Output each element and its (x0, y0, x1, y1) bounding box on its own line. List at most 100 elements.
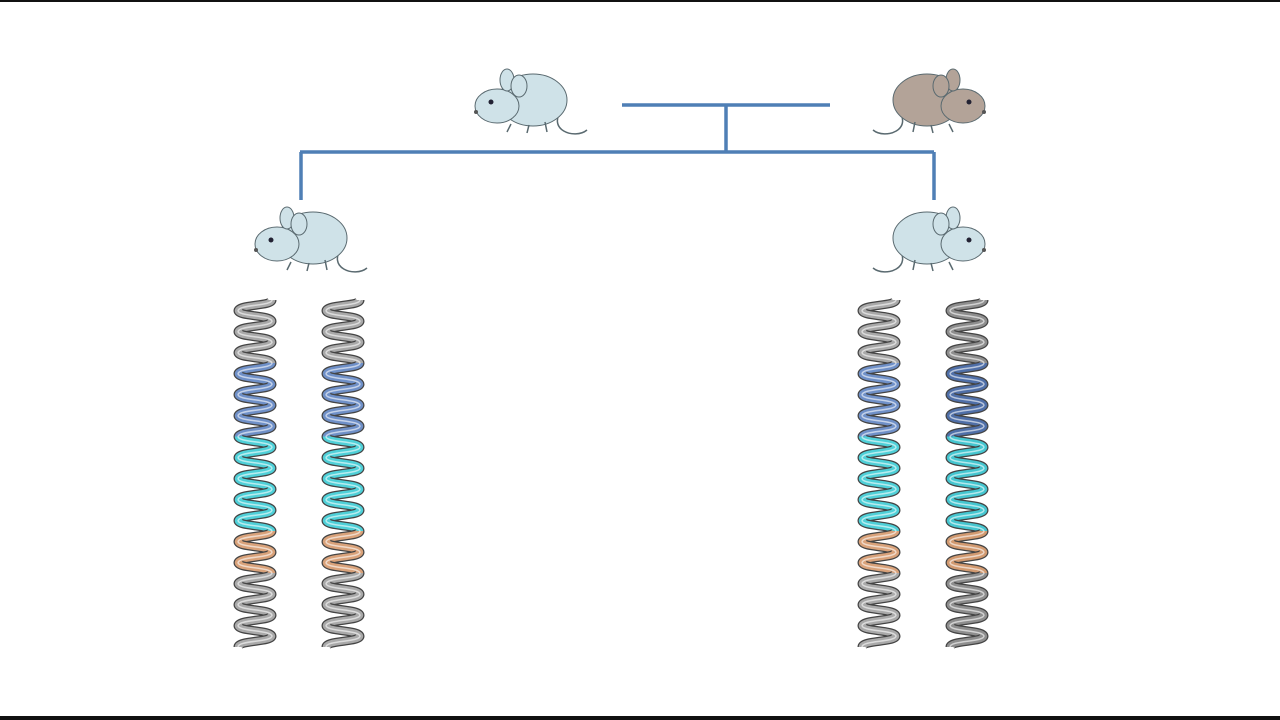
dna-highlight (949, 530, 985, 543)
dna-highlight (237, 394, 273, 406)
mouse-nose (982, 248, 986, 252)
mouse-feet (506, 121, 548, 134)
dna-highlight (861, 509, 897, 522)
mouse-offspring-left (254, 206, 368, 273)
dna-highlight (325, 341, 361, 354)
dna-highlight (861, 467, 897, 480)
mouse-feet (912, 259, 954, 272)
dna-highlight (325, 478, 361, 490)
dna-highlight (949, 520, 985, 532)
dna-highlight (861, 541, 897, 553)
dna-highlight (237, 478, 273, 490)
dna-highlight (861, 425, 897, 438)
dna-strand (857, 297, 901, 650)
dna-segment (321, 433, 365, 535)
dna-highlight (237, 457, 273, 469)
dna-highlight (237, 436, 273, 448)
dna-segment (945, 433, 989, 535)
dna-highlight (325, 436, 361, 448)
dna-highlight (325, 551, 361, 564)
dna-highlight (861, 404, 897, 417)
dna-highlight (237, 520, 273, 532)
dna-highlight (237, 625, 273, 637)
mouse-nose (474, 110, 478, 114)
dna-highlight (325, 373, 361, 385)
dna-segment (945, 297, 989, 367)
dna-highlight (949, 562, 985, 574)
mouse-eye (966, 99, 972, 105)
dna-highlight (949, 467, 985, 480)
dna-highlight (861, 614, 897, 627)
dna-highlight (949, 320, 985, 333)
dna-highlight (949, 583, 985, 595)
mouse-ear (510, 74, 528, 98)
dna-highlight (949, 499, 985, 511)
dna-highlight (325, 583, 361, 595)
dna-highlight (325, 362, 361, 375)
dna-segment (233, 570, 277, 650)
mouse-eye (966, 237, 972, 243)
mouse-eye (488, 99, 494, 105)
dna-highlight (861, 394, 897, 406)
dna-highlight (861, 604, 897, 616)
dna-highlight (325, 320, 361, 333)
dna-highlight (237, 551, 273, 564)
dna-highlight (949, 446, 985, 459)
dna-segment (321, 360, 365, 440)
dna-highlight (325, 425, 361, 438)
dna-segment (857, 528, 901, 577)
dna-highlight (861, 446, 897, 459)
dna-highlight (237, 572, 273, 585)
dna-highlight (237, 509, 273, 522)
dna-segment (945, 360, 989, 440)
dna-strands (233, 297, 989, 650)
mouse-head (254, 226, 300, 262)
dna-highlight (237, 583, 273, 595)
dna-highlight (325, 446, 361, 459)
dna-highlight (949, 572, 985, 585)
dna-highlight (949, 394, 985, 406)
mouse-offspring-right (872, 206, 986, 273)
dna-segment (233, 360, 277, 440)
dna-highlight (861, 415, 897, 427)
dna-strand (233, 297, 277, 650)
dna-highlight (325, 352, 361, 364)
dna-highlight (237, 446, 273, 459)
mouse-nose (982, 110, 986, 114)
dna-strand (321, 297, 365, 650)
dna-strand (945, 297, 989, 650)
dna-segment (321, 297, 365, 367)
dna-highlight (325, 394, 361, 406)
dna-highlight (861, 299, 897, 312)
mouse-feet (912, 121, 954, 134)
dna-highlight (949, 551, 985, 564)
mouse-feet (286, 259, 328, 272)
dna-highlight (237, 593, 273, 606)
dna-segment (857, 297, 901, 367)
dna-highlight (325, 635, 361, 648)
dna-highlight (325, 415, 361, 427)
dna-highlight (325, 541, 361, 553)
dna-highlight (861, 478, 897, 490)
dna-highlight (861, 310, 897, 322)
dna-highlight (949, 415, 985, 427)
mouse-head (940, 226, 986, 262)
mouse-ear (290, 212, 308, 236)
dna-highlight (861, 572, 897, 585)
dna-segment (321, 528, 365, 577)
dna-highlight (861, 551, 897, 564)
dna-highlight (325, 562, 361, 574)
dna-highlight (237, 383, 273, 396)
dna-highlight (861, 562, 897, 574)
dna-highlight (949, 352, 985, 364)
dna-highlight (237, 352, 273, 364)
dna-highlight (861, 583, 897, 595)
dna-highlight (949, 425, 985, 438)
mouse-parent-brown (872, 68, 986, 135)
dna-highlight (237, 341, 273, 354)
dna-highlight (237, 562, 273, 574)
dna-highlight (325, 509, 361, 522)
dna-highlight (325, 499, 361, 511)
dna-segment (321, 570, 365, 650)
